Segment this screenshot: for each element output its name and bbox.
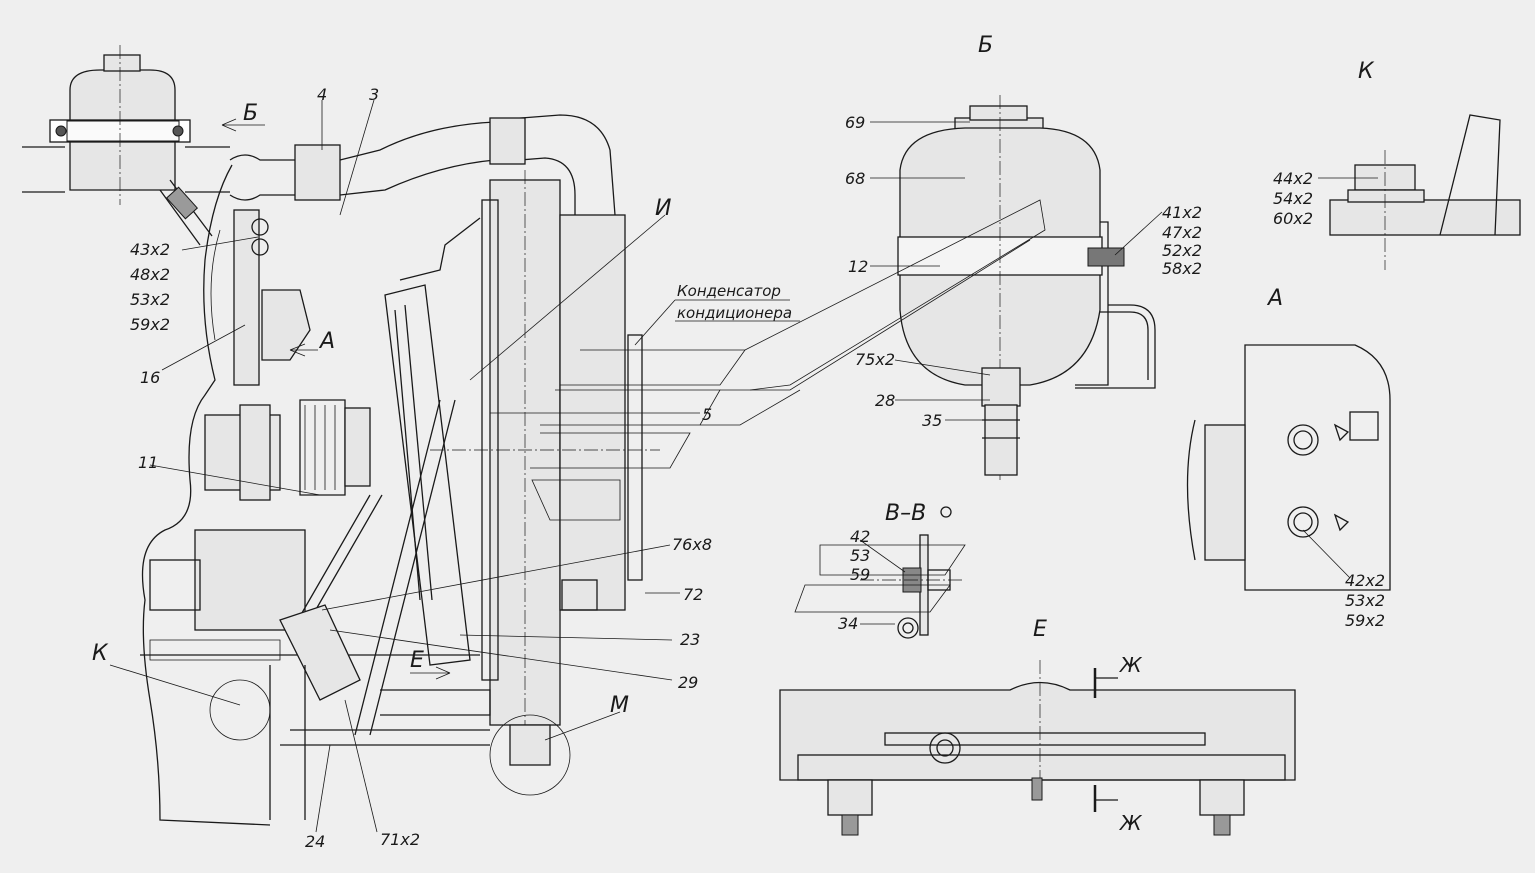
label-a-main: А — [1266, 286, 1283, 311]
label-section-vv: В–В — [885, 501, 926, 526]
callout-59x2: 59х2 — [130, 315, 170, 334]
view-labels: Б Б К А Е М И А К Е Ж Ж В–В — [92, 33, 1375, 835]
label-e-main: Е — [1033, 617, 1047, 642]
callout-59x2-a: 59х2 — [1345, 611, 1385, 630]
condenser-line1: Конденсатор — [677, 282, 781, 300]
label-m: М — [610, 693, 629, 718]
callout-42x2: 42х2 — [1345, 571, 1385, 590]
callout-53x2-a: 53х2 — [1345, 591, 1385, 610]
callout-76x8: 76х8 — [672, 535, 712, 554]
label-e-arrow: Е — [410, 648, 424, 673]
label-b-main: Б — [978, 33, 993, 58]
callout-41x2: 41х2 — [1162, 203, 1202, 222]
label-a-arrow: А — [318, 329, 335, 354]
callout-29: 29 — [678, 673, 698, 692]
callout-23: 23 — [680, 630, 700, 649]
callout-43x2: 43х2 — [130, 240, 170, 259]
callout-35: 35 — [922, 411, 942, 430]
view-k — [1329, 114, 1521, 270]
callout-47x2: 47х2 — [1162, 223, 1202, 242]
callout-28: 28 — [875, 391, 895, 410]
callout-75x2: 75х2 — [855, 350, 895, 369]
label-k-leader: К — [92, 641, 109, 666]
callout-54x2: 54х2 — [1273, 189, 1313, 208]
callout-52x2: 52х2 — [1162, 241, 1202, 260]
section-vv-symbol — [940, 506, 952, 518]
label-i: И — [655, 196, 671, 221]
main-assembly — [140, 114, 660, 826]
label-b-top: Б — [243, 101, 258, 126]
tank-view-top-left — [22, 45, 230, 246]
callout-58x2: 58х2 — [1162, 259, 1202, 278]
callout-4: 4 — [317, 85, 327, 104]
callout-72: 72 — [683, 585, 703, 604]
leader-bands — [530, 199, 1046, 613]
view-a — [1186, 344, 1391, 591]
label-zh-bottom: Ж — [1118, 811, 1143, 835]
label-k-main: К — [1358, 59, 1375, 84]
callout-69: 69 — [845, 113, 865, 132]
part-callouts: 43х2 48х2 53х2 59х2 4 3 16 11 5 76х8 72 … — [130, 85, 1385, 851]
callout-24: 24 — [305, 832, 325, 851]
callout-68: 68 — [845, 169, 865, 188]
callout-71x2: 71х2 — [380, 830, 420, 849]
leader-lines — [109, 99, 1378, 833]
view-e — [779, 660, 1296, 836]
callout-60x2: 60х2 — [1273, 209, 1313, 228]
callout-12: 12 — [848, 257, 868, 276]
callout-3: 3 — [369, 85, 379, 104]
label-zh-top: Ж — [1118, 653, 1143, 677]
callout-59: 59 — [850, 565, 870, 584]
callout-44x2: 44х2 — [1273, 169, 1313, 188]
callout-42: 42 — [850, 527, 870, 546]
callout-34: 34 — [838, 614, 858, 633]
callout-53x2: 53х2 — [130, 290, 170, 309]
callout-5: 5 — [702, 405, 712, 424]
callout-48x2: 48х2 — [130, 265, 170, 284]
callout-11: 11 — [138, 453, 158, 472]
condenser-line2: кондиционера — [677, 304, 792, 322]
condenser-label: Конденсатор кондиционера — [677, 282, 792, 322]
callout-53: 53 — [850, 546, 870, 565]
callout-16: 16 — [140, 368, 160, 387]
